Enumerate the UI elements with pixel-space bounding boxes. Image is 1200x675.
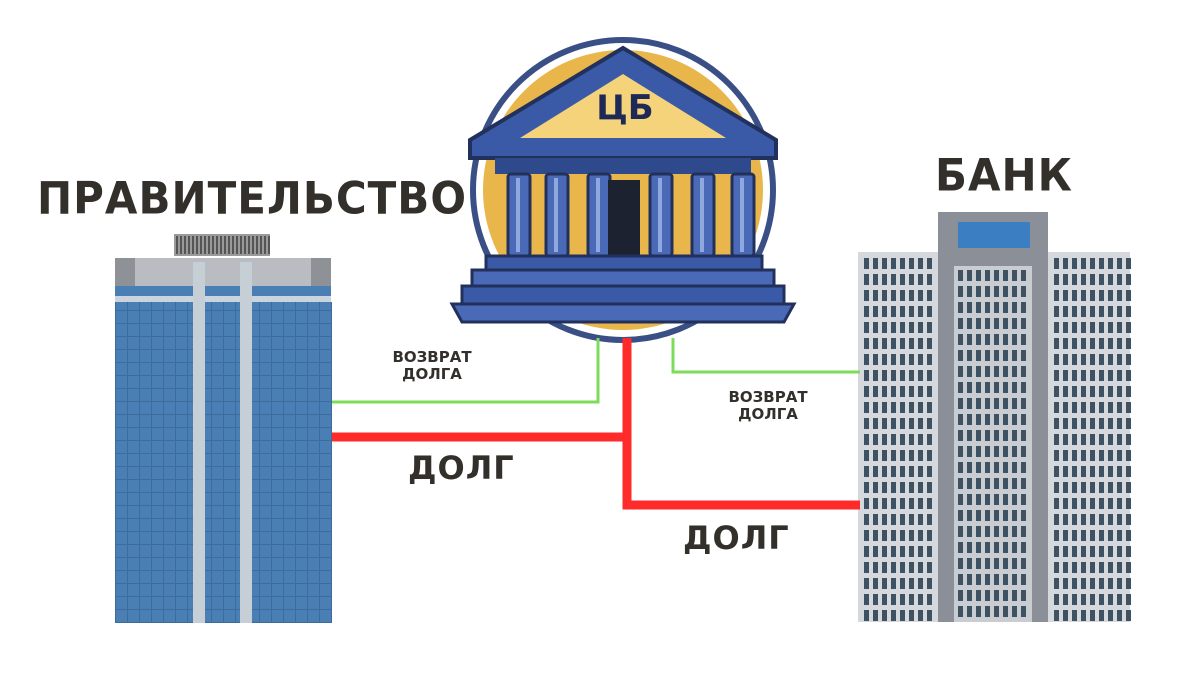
- gov-repayment-label-line2: ДОЛГА: [402, 365, 462, 384]
- gov-debt-label: ДОЛГ: [408, 449, 515, 487]
- government-building-icon: [115, 234, 332, 623]
- gov-repayment-line: [332, 338, 600, 404]
- bank-repayment-label: ВОЗВРАТ ДОЛГА: [722, 388, 814, 424]
- antenna-lines: [176, 236, 270, 254]
- gov-repayment-label-line1: ВОЗВРАТ: [392, 348, 472, 366]
- bank-windows: [864, 258, 1131, 621]
- central-bank-label: ЦБ: [596, 88, 654, 128]
- bank-center-windows: [958, 270, 1026, 617]
- bank-repayment-label-line1: ВОЗВРАТ: [728, 388, 808, 406]
- cb-door: [608, 180, 640, 258]
- bank-sign: [958, 222, 1030, 248]
- gov-debt-line: [332, 338, 632, 442]
- bank-repayment-label-line2: ДОЛГА: [738, 405, 798, 424]
- central-bank-icon: [449, 37, 797, 343]
- bank-label: БАНК: [935, 149, 1073, 202]
- bank-debt-line: [622, 437, 860, 510]
- gov-repayment-label: ВОЗВРАТ ДОЛГА: [386, 348, 478, 384]
- bank-debt-label: ДОЛГ: [683, 519, 790, 557]
- government-label: ПРАВИТЕЛЬСТВО: [37, 172, 468, 225]
- bank-building-icon: [858, 212, 1131, 622]
- flow-lines: [332, 338, 860, 510]
- bank-repayment-line: [671, 338, 860, 374]
